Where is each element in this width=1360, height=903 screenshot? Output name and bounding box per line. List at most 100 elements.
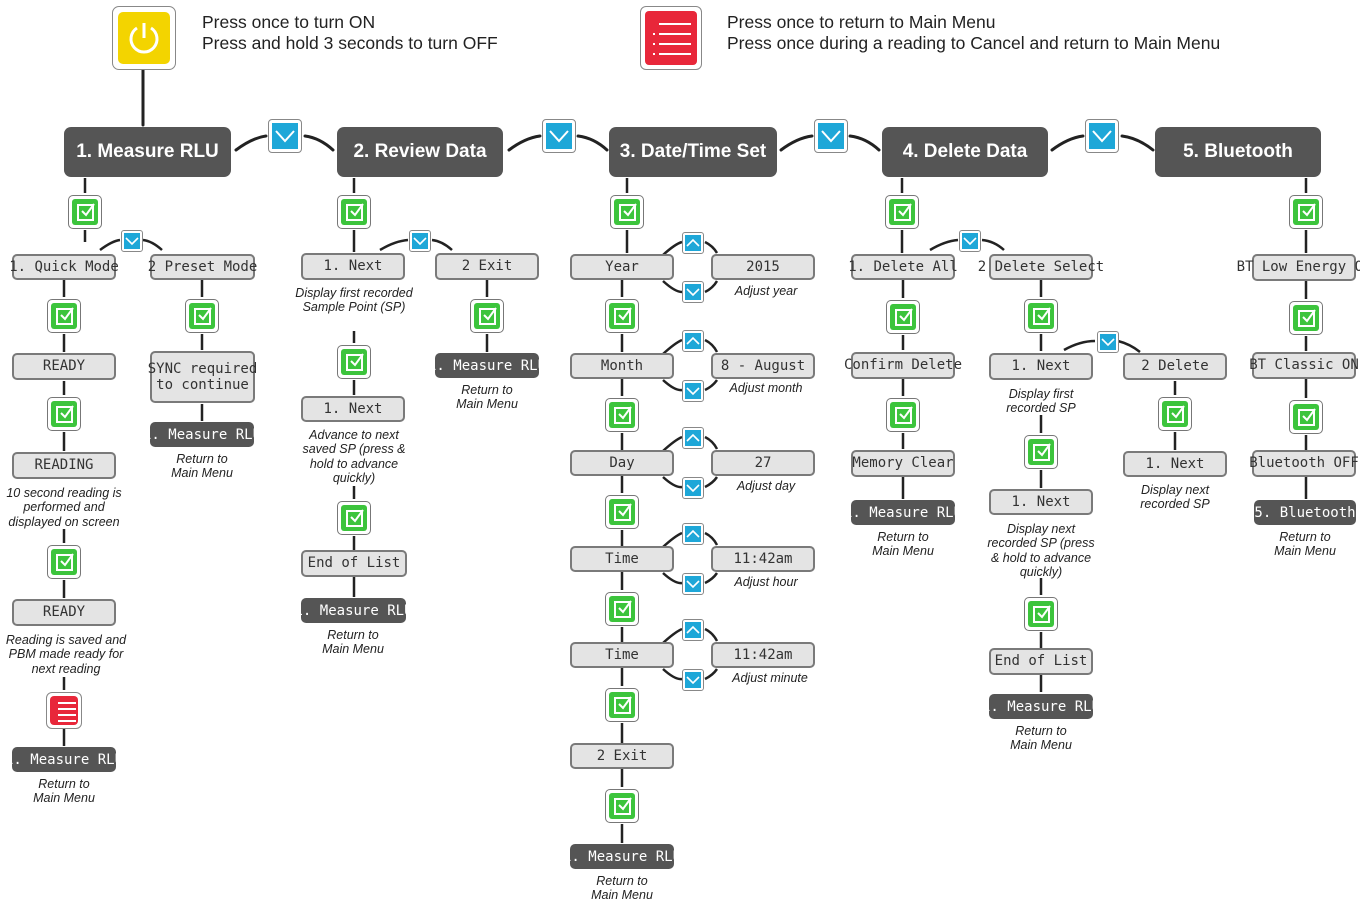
month-box[interactable]: Month bbox=[570, 353, 674, 379]
measure-rlu-return[interactable]: 1. Measure RLU bbox=[143, 422, 261, 447]
check-button[interactable] bbox=[337, 345, 371, 379]
measure-rlu-return[interactable]: 1. Measure RLU bbox=[5, 747, 123, 772]
bluetooth-off-box[interactable]: Bluetooth OFF bbox=[1249, 450, 1359, 477]
check-button[interactable] bbox=[605, 789, 639, 823]
delete-select-box[interactable]: 2 Delete Select bbox=[978, 254, 1104, 280]
check-icon bbox=[1301, 407, 1316, 422]
memory-clear-box: Memory Clear bbox=[851, 450, 955, 477]
check-button[interactable] bbox=[1289, 195, 1323, 229]
return-note: Return to Main Menu bbox=[591, 874, 653, 903]
down-arrow-button[interactable] bbox=[682, 573, 704, 595]
return-note: Return to Main Menu bbox=[456, 383, 518, 412]
check-button[interactable] bbox=[47, 545, 81, 579]
measure-rlu-return[interactable]: 1. Measure RLU bbox=[428, 353, 546, 378]
confirm-delete-box[interactable]: Confirm Delete bbox=[844, 352, 962, 379]
check-button[interactable] bbox=[47, 397, 81, 431]
check-button[interactable] bbox=[1158, 397, 1192, 431]
day-box[interactable]: Day bbox=[570, 450, 674, 476]
return-note: Return to Main Menu bbox=[872, 530, 934, 559]
bt-classic-box[interactable]: BT Classic ON bbox=[1249, 352, 1359, 379]
menu-header-bluetooth[interactable]: 5. Bluetooth bbox=[1155, 127, 1321, 177]
next-box[interactable]: 1. Next bbox=[989, 489, 1093, 515]
check-button[interactable] bbox=[605, 592, 639, 626]
power-button[interactable] bbox=[112, 6, 176, 70]
check-button[interactable] bbox=[1289, 301, 1323, 335]
check-button[interactable] bbox=[337, 501, 371, 535]
check-button[interactable] bbox=[605, 688, 639, 722]
check-icon bbox=[617, 796, 632, 811]
down-arrow-icon bbox=[1092, 130, 1112, 143]
check-button[interactable] bbox=[337, 195, 371, 229]
ready-box: READY bbox=[12, 353, 116, 380]
down-arrow-button[interactable] bbox=[959, 230, 981, 252]
check-button[interactable] bbox=[605, 398, 639, 432]
bt-low-energy-box[interactable]: BT Low Energy ON bbox=[1237, 254, 1360, 281]
check-button[interactable] bbox=[185, 299, 219, 333]
menu-header-delete-data[interactable]: 4. Delete Data bbox=[882, 127, 1048, 177]
down-arrow-button[interactable] bbox=[409, 230, 431, 252]
down-arrow-button[interactable] bbox=[542, 119, 576, 153]
up-arrow-button[interactable] bbox=[682, 232, 704, 254]
quick-mode-box[interactable]: 1. Quick Mode bbox=[9, 254, 119, 280]
down-arrow-button[interactable] bbox=[682, 477, 704, 499]
measure-rlu-return[interactable]: 1. Measure RLU bbox=[295, 598, 413, 623]
down-arrow-button[interactable] bbox=[682, 669, 704, 691]
time-hour-box[interactable]: Time bbox=[570, 546, 674, 572]
next-box[interactable]: 1. Next bbox=[301, 253, 405, 280]
bluetooth-return[interactable]: 5. Bluetooth bbox=[1254, 500, 1356, 525]
check-button[interactable] bbox=[885, 195, 919, 229]
hour-value-box: 11:42am bbox=[711, 546, 815, 572]
return-note: Return to Main Menu bbox=[322, 628, 384, 657]
check-button[interactable] bbox=[605, 299, 639, 333]
up-arrow-button[interactable] bbox=[682, 427, 704, 449]
check-button[interactable] bbox=[610, 195, 644, 229]
down-arrow-button[interactable] bbox=[268, 119, 302, 153]
down-arrow-button[interactable] bbox=[814, 119, 848, 153]
check-button[interactable] bbox=[1024, 597, 1058, 631]
check-button[interactable] bbox=[470, 299, 504, 333]
up-arrow-icon bbox=[686, 336, 700, 345]
year-box[interactable]: Year bbox=[570, 254, 674, 280]
down-arrow-button[interactable] bbox=[121, 230, 143, 252]
up-arrow-button[interactable] bbox=[682, 619, 704, 641]
check-button[interactable] bbox=[47, 299, 81, 333]
check-button[interactable] bbox=[1289, 400, 1323, 434]
down-arrow-button[interactable] bbox=[682, 380, 704, 402]
exit-box[interactable]: 2 Exit bbox=[570, 743, 674, 769]
check-button[interactable] bbox=[886, 300, 920, 334]
check-icon bbox=[80, 202, 95, 217]
menu-header-measure-rlu[interactable]: 1. Measure RLU bbox=[64, 127, 231, 177]
check-icon bbox=[898, 307, 913, 322]
end-of-list-box: End of List bbox=[301, 550, 407, 577]
preset-mode-box[interactable]: 2 Preset Mode bbox=[148, 254, 257, 280]
main-menu-button[interactable] bbox=[46, 692, 82, 729]
up-arrow-button[interactable] bbox=[682, 330, 704, 352]
power-instruction-line1: Press once to turn ON bbox=[202, 12, 376, 32]
down-arrow-button[interactable] bbox=[1085, 119, 1119, 153]
down-arrow-button[interactable] bbox=[1097, 331, 1119, 353]
adjust-minute-note: Adjust minute bbox=[732, 671, 808, 685]
measure-rlu-return[interactable]: 1. Measure RLU bbox=[982, 694, 1100, 719]
check-button[interactable] bbox=[605, 495, 639, 529]
down-arrow-icon bbox=[686, 580, 700, 589]
delete-all-box[interactable]: 1. Delete All bbox=[848, 254, 958, 280]
delete-box[interactable]: 2 Delete bbox=[1123, 353, 1227, 380]
check-button[interactable] bbox=[68, 195, 102, 229]
power-instruction-line2: Press and hold 3 seconds to turn OFF bbox=[202, 33, 498, 53]
check-button[interactable] bbox=[1024, 299, 1058, 333]
time-minute-box[interactable]: Time bbox=[570, 642, 674, 668]
measure-rlu-return[interactable]: 1. Measure RLU bbox=[563, 844, 681, 869]
menu-header-review-data[interactable]: 2. Review Data bbox=[337, 127, 503, 177]
check-button[interactable] bbox=[886, 398, 920, 432]
next-box[interactable]: 1. Next bbox=[301, 396, 405, 422]
up-arrow-button[interactable] bbox=[682, 523, 704, 545]
check-button[interactable] bbox=[1024, 435, 1058, 469]
down-arrow-button[interactable] bbox=[682, 281, 704, 303]
down-arrow-icon bbox=[686, 676, 700, 685]
next-box[interactable]: 1. Next bbox=[1123, 451, 1227, 477]
exit-box[interactable]: 2 Exit bbox=[435, 253, 539, 280]
menu-header-date-time-set[interactable]: 3. Date/Time Set bbox=[609, 127, 777, 177]
measure-rlu-return[interactable]: 1. Measure RLU bbox=[844, 500, 962, 525]
next-box[interactable]: 1. Next bbox=[989, 353, 1093, 380]
main-menu-button[interactable] bbox=[640, 6, 702, 70]
